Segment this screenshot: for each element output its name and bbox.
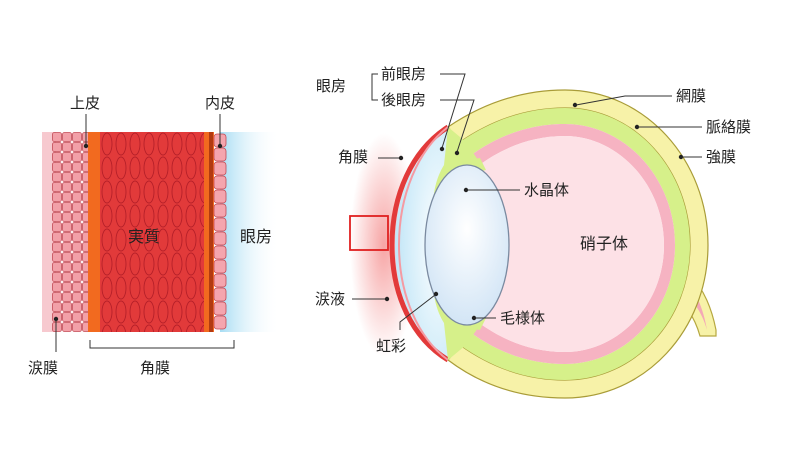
retina-leader xyxy=(575,95,672,106)
sclera-label: 強膜 xyxy=(706,148,736,166)
tear-film-label: 涙膜 xyxy=(28,359,58,377)
endothelium-label: 内皮 xyxy=(205,94,235,112)
cornea-edge xyxy=(389,124,450,363)
chamber-bracket xyxy=(371,73,378,101)
iris-leader xyxy=(399,294,436,330)
choroid-label: 脈絡膜 xyxy=(706,118,751,136)
anterior-chamber-dot xyxy=(439,146,445,152)
cornea-bracket xyxy=(89,340,235,349)
ciliary-body-label: 毛様体 xyxy=(500,309,545,327)
left-cornea-label: 角膜 xyxy=(140,359,170,377)
lens-label: 水晶体 xyxy=(524,181,569,199)
anterior-chamber-fluid xyxy=(220,132,280,332)
choroid-layer xyxy=(460,108,690,380)
stroma-label: 実質 xyxy=(128,227,160,246)
choroid-dot xyxy=(634,124,640,130)
vitreous-label: 硝子体 xyxy=(580,234,628,253)
epithelium-dot xyxy=(83,143,89,149)
iris-label: 虹彩 xyxy=(376,337,406,355)
lens-dot xyxy=(463,187,469,193)
bowman-layer xyxy=(88,132,100,332)
eye-section: 眼房 前眼房 後眼房 角膜 水晶体 網膜 脈絡膜 強膜 硝子体 涙液 xyxy=(315,65,751,399)
descemet-line xyxy=(209,132,213,332)
eye-cornea-dot xyxy=(398,155,404,161)
sclera-dot xyxy=(678,154,684,160)
tears-dot xyxy=(384,296,390,302)
retina-label: 網膜 xyxy=(676,87,706,105)
lens-shape xyxy=(424,164,510,326)
eye-cornea-label: 角膜 xyxy=(338,148,368,166)
chamber-label: 眼房 xyxy=(316,77,346,95)
stroma-fibers xyxy=(100,132,204,332)
tears-label: 涙液 xyxy=(315,290,345,308)
ciliary-dot xyxy=(471,315,477,321)
epithelium-cells xyxy=(52,132,90,332)
epithelium-label: 上皮 xyxy=(70,94,100,112)
posterior-chamber-label: 後眼房 xyxy=(381,91,426,109)
detail-callout-box xyxy=(349,215,389,251)
anterior-chamber-leader xyxy=(440,73,466,149)
posterior-chamber-leader xyxy=(440,99,475,153)
retina-dot xyxy=(572,102,578,108)
cornea-section: 上皮 内皮 実質 眼房 涙膜 角膜 xyxy=(28,94,280,377)
tear-film-dot xyxy=(53,316,59,322)
left-chamber-label: 眼房 xyxy=(240,227,272,246)
retina-layer xyxy=(470,124,675,364)
anterior-chamber-label: 前眼房 xyxy=(381,65,426,83)
endothelium-dot xyxy=(217,143,223,149)
cornea-inner-edge xyxy=(397,126,449,361)
posterior-chamber-dot xyxy=(454,150,460,156)
